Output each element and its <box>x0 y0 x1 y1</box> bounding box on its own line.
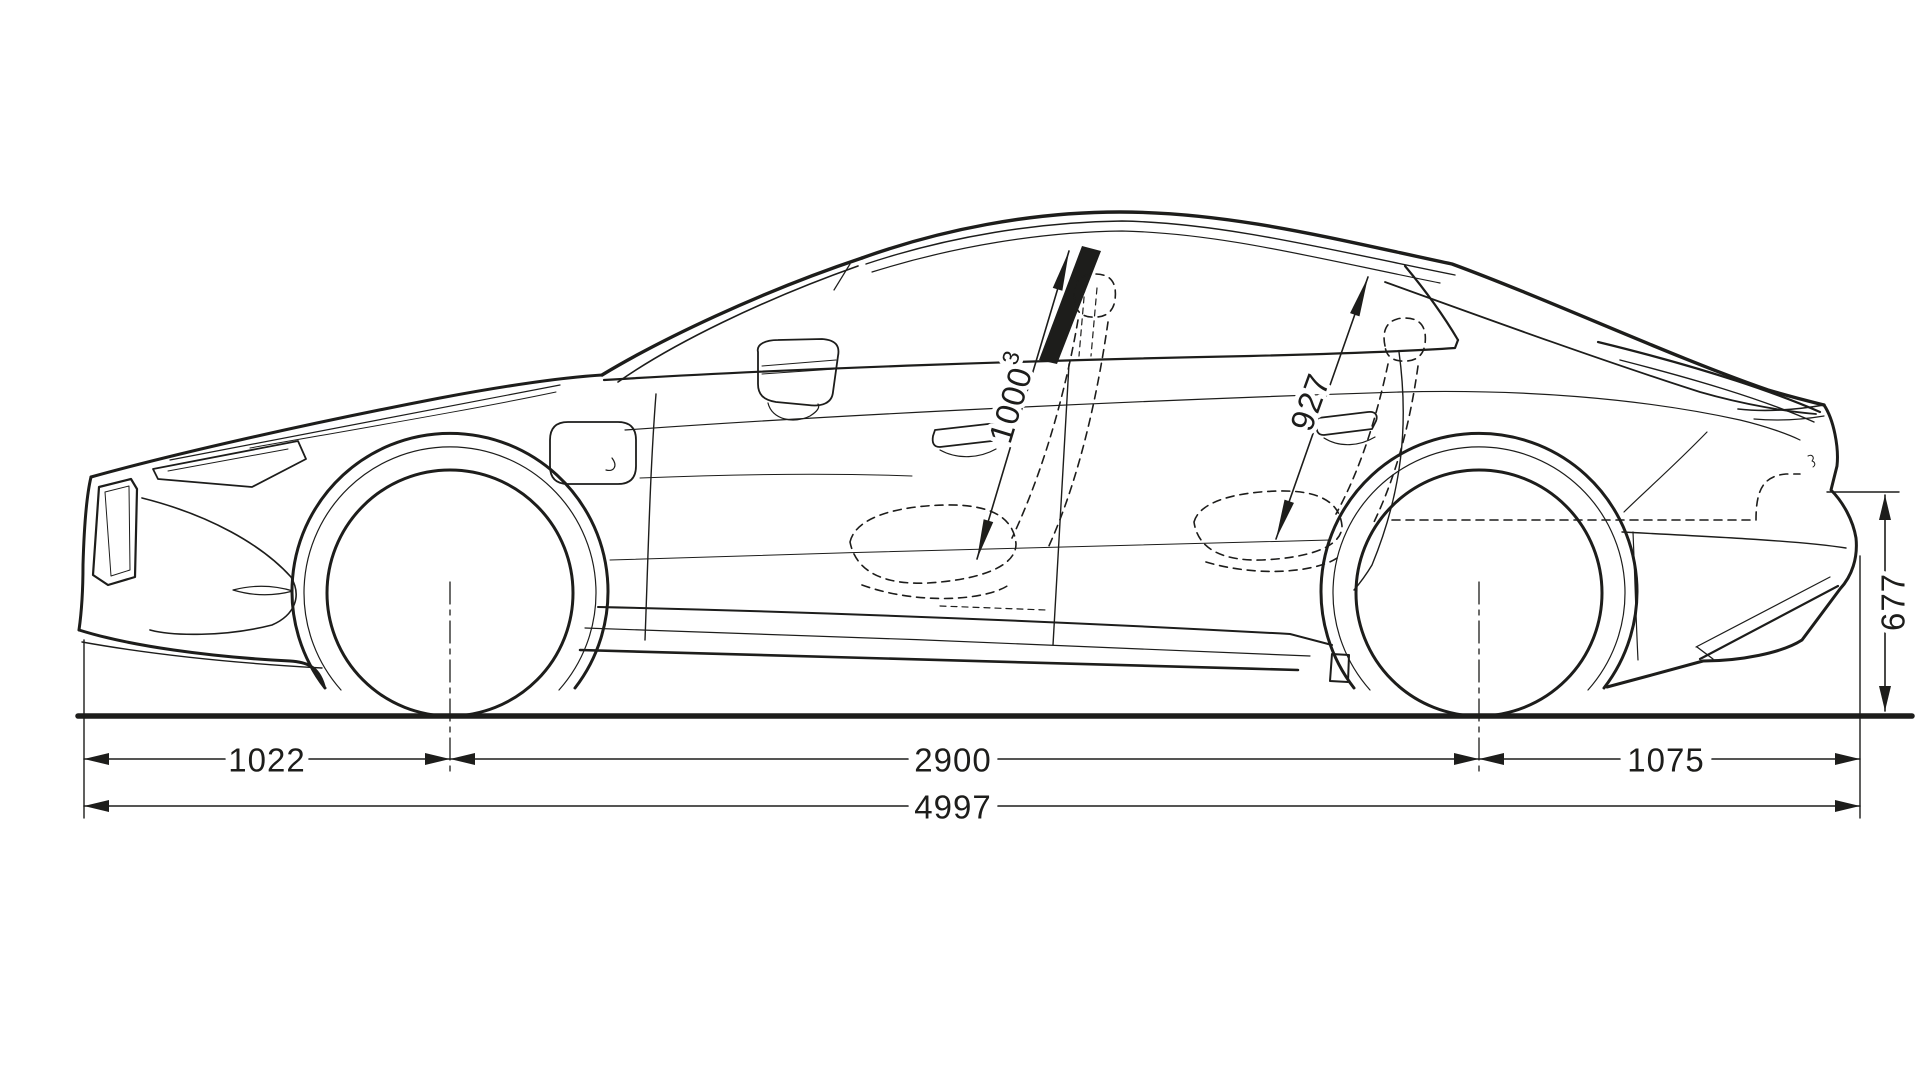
a-pillar-windshield-outline <box>600 256 864 377</box>
front-fascia-outline <box>77 475 93 632</box>
fender-top-line <box>249 391 557 449</box>
front-splitter-lower-line <box>81 641 323 669</box>
taillight-bottom-line <box>1619 359 1815 423</box>
dim-label-rear-headroom: 927 <box>1283 368 1338 435</box>
ducktail-underside-1 <box>1737 404 1825 412</box>
seatbelt-dashed-1 <box>1078 285 1086 357</box>
rear-seatback-dashed-1 <box>1335 363 1389 515</box>
sill-hidden-dashed <box>939 605 1047 611</box>
dim-label-rear-height: 677 <box>1875 573 1912 631</box>
rear-bumper-side-seam <box>1632 531 1639 661</box>
lower-body-crease <box>609 539 1331 561</box>
rear-seat-cushion-dashed <box>1193 490 1343 561</box>
charge-port-latch <box>605 457 616 471</box>
rear-diffuser-blade <box>1698 584 1840 661</box>
rear-badge-mark <box>1807 454 1816 468</box>
sill-top-line <box>584 627 1311 657</box>
front-seatback-dashed-2 <box>1047 321 1109 549</box>
mirror-body <box>756 338 840 407</box>
dim-label-front-overhang: 1022 <box>228 742 305 779</box>
jack-pad <box>1329 653 1350 683</box>
rear-headrest-dashed <box>1383 317 1427 362</box>
bumper-intake-outline <box>141 497 297 636</box>
rear-seatback-dashed-2 <box>1373 365 1419 523</box>
rear-wheel-arch-outer <box>1319 431 1639 690</box>
rear-door-cut <box>1353 351 1404 591</box>
rear-door-handle-shadow <box>1323 436 1376 446</box>
grille-inner-line <box>104 485 131 577</box>
ducktail-underside-2 <box>1753 415 1825 421</box>
grille-outline <box>91 477 139 587</box>
rear-quarter-crease <box>1623 431 1708 513</box>
rear-bumper-seam <box>1621 531 1847 549</box>
roof-inner-line-1 <box>865 220 1456 276</box>
rear-diffuser-fin <box>1696 646 1714 660</box>
dim-rear-headroom-line <box>1275 276 1369 540</box>
beltline <box>602 338 1460 382</box>
fog-lens <box>232 585 294 596</box>
front-door-handle-shadow <box>939 448 997 458</box>
front-wheel-arch-outer <box>290 431 610 690</box>
front-seat-base-dashed <box>861 583 1011 600</box>
dimension-annotations: 1022 2900 1075 4997 677 10003 927 <box>83 250 1916 830</box>
c-pillar-edge <box>1403 264 1460 342</box>
charge-port-door <box>549 421 637 485</box>
taillight-top-line <box>1596 340 1822 414</box>
mirror-streak-1 <box>761 359 837 367</box>
rear-fascia-outline <box>1605 403 1858 689</box>
rear-seat-base-dashed <box>1205 555 1341 573</box>
front-wheel-arch-inner <box>303 446 597 691</box>
door-bottom-line <box>597 606 1333 646</box>
seatbelt-dashed-2 <box>1090 287 1098 357</box>
sill-bottom-line <box>578 648 1300 672</box>
front-headrest-dashed <box>1073 273 1117 318</box>
mid-door-crease <box>639 473 913 479</box>
dim-label-wheelbase: 2900 <box>914 742 991 779</box>
b-pillar-door-cut <box>1052 363 1070 646</box>
hood-outline <box>89 373 604 479</box>
front-door-cut <box>644 393 657 641</box>
rear-door-handle <box>1315 410 1378 436</box>
front-quarter-glass-divider <box>833 263 851 291</box>
headlight-outline <box>152 440 307 488</box>
mirror-lower-shell <box>767 402 820 421</box>
headlight-inner-line <box>167 448 289 472</box>
dim-label-overall-length: 4997 <box>914 789 991 826</box>
car-line-art <box>77 210 1858 773</box>
front-seat-cushion-dashed <box>849 504 1017 584</box>
rear-diffuser-blade-inner <box>1695 576 1831 648</box>
hood-shutline <box>169 384 561 461</box>
bumper-beam-dashed <box>1755 473 1801 521</box>
roof-outline <box>860 210 1826 407</box>
dim-front-headroom-line <box>976 250 1070 560</box>
mirror-streak-2 <box>761 368 836 375</box>
a-pillar-inner-line <box>617 265 859 383</box>
rear-glass-inner-line <box>1384 281 1817 415</box>
rear-wheel-arch-inner <box>1332 446 1626 691</box>
dim-label-rear-overhang: 1075 <box>1627 742 1704 779</box>
roof-inner-line-2 <box>871 230 1441 284</box>
shoulder-crease <box>624 390 1801 441</box>
